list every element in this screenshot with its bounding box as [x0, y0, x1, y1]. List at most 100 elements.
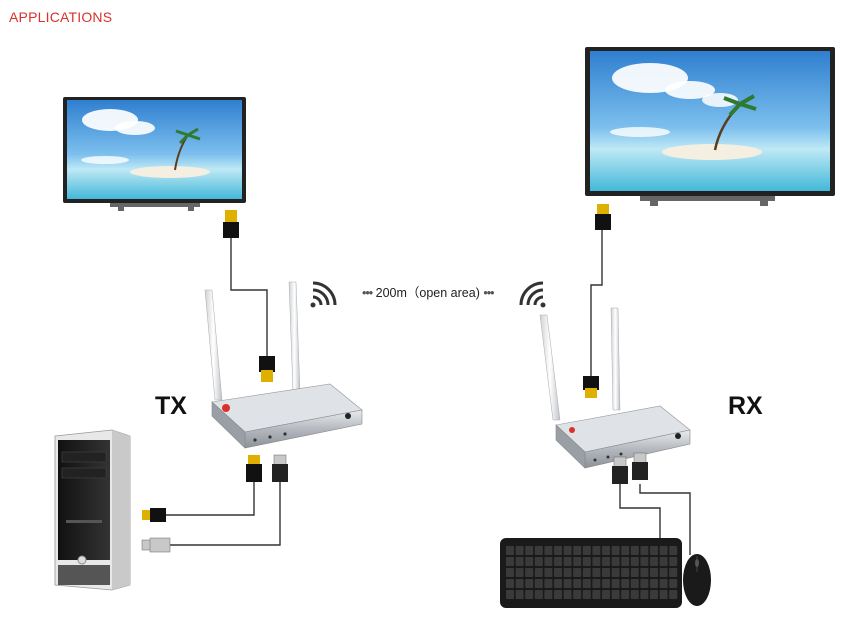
keyboard-key — [602, 557, 610, 566]
keyboard-key — [592, 557, 601, 566]
tv-left — [63, 97, 246, 211]
mouse — [683, 554, 711, 606]
keyboard-key — [525, 579, 534, 588]
usb-connector-icon — [141, 537, 171, 553]
keyboard-key — [611, 568, 620, 577]
keyboard-key — [630, 557, 639, 566]
keyboard-key — [582, 579, 591, 588]
keyboard-key — [506, 557, 514, 566]
keyboard-key — [602, 590, 610, 599]
keyboard-key — [621, 557, 630, 566]
keyboard-key — [563, 579, 572, 588]
keyboard-key — [659, 579, 668, 588]
keyboard-key — [582, 546, 591, 555]
keyboard-key — [640, 546, 649, 555]
keyboard-key — [630, 590, 639, 599]
keyboard-key — [554, 546, 562, 555]
keyboard-key — [515, 579, 524, 588]
keyboard-key — [602, 579, 610, 588]
keyboard-key — [611, 590, 620, 599]
keyboard-key — [602, 568, 610, 577]
keyboard-key — [525, 568, 534, 577]
keyboard-key — [515, 557, 524, 566]
keyboard-key — [515, 568, 524, 577]
keyboard-key — [554, 557, 562, 566]
wifi-signal-icon — [519, 281, 546, 308]
antenna-icon — [204, 281, 301, 401]
keyboard-key — [506, 546, 514, 555]
keyboard-key — [630, 546, 639, 555]
keyboard-key — [534, 568, 543, 577]
keyboard-key — [650, 568, 658, 577]
range-dots-left: ••• — [362, 286, 373, 300]
keyboard-key — [611, 557, 620, 566]
keyboard-key — [534, 557, 543, 566]
cables — [165, 228, 691, 555]
keyboard-key — [582, 590, 591, 599]
keyboard-key — [650, 579, 658, 588]
keyboard-key — [650, 590, 658, 599]
hdmi-connector-icon — [223, 210, 239, 238]
keyboard-key — [621, 568, 630, 577]
usb-connector-icon — [632, 452, 648, 480]
pc-tower — [54, 429, 131, 591]
range-text: 200m（open area) — [375, 286, 480, 300]
keyboard-key — [563, 590, 572, 599]
keyboard-key — [630, 579, 639, 588]
range-label: ••• 200m（open area) ••• — [362, 282, 494, 301]
keyboard-key — [669, 557, 678, 566]
keyboard-key — [611, 546, 620, 555]
keyboard-key — [640, 590, 649, 599]
keyboard-key — [573, 546, 582, 555]
keyboard-key — [650, 546, 658, 555]
tx-label: TX — [155, 392, 187, 420]
keyboard-key — [554, 579, 562, 588]
keyboard-key — [573, 557, 582, 566]
keyboard-key — [506, 579, 514, 588]
hdmi-connector-icon — [246, 455, 262, 482]
keyboard-key — [554, 590, 562, 599]
tx-device — [204, 281, 363, 449]
keyboard — [500, 538, 682, 608]
keyboard-key — [544, 546, 553, 555]
hdmi-connector-icon — [595, 204, 611, 230]
keyboard-key — [659, 590, 668, 599]
keyboard-key — [563, 568, 572, 577]
keyboard-key — [640, 579, 649, 588]
hdmi-connector-icon — [583, 376, 599, 398]
keyboard-key — [563, 557, 572, 566]
hdmi-connector-icon — [142, 508, 166, 522]
keyboard-key — [525, 590, 534, 599]
keyboard-key — [659, 546, 668, 555]
rx-device — [539, 307, 691, 469]
wifi-signal-icon — [310, 281, 337, 308]
keyboard-key — [534, 546, 543, 555]
keyboard-key — [534, 579, 543, 588]
keyboard-key — [659, 568, 668, 577]
keyboard-key — [592, 568, 601, 577]
keyboard-key — [611, 579, 620, 588]
keyboard-key — [621, 579, 630, 588]
keyboard-key — [544, 590, 553, 599]
keyboard-key — [544, 579, 553, 588]
page-title: APPLICATIONS — [9, 9, 113, 25]
keyboard-key — [515, 546, 524, 555]
keyboard-key — [592, 579, 601, 588]
keyboard-key — [669, 579, 678, 588]
keyboard-key — [582, 557, 591, 566]
keyboard-key — [515, 590, 524, 599]
hdmi-connector-icon — [259, 356, 275, 382]
keyboard-key — [669, 546, 678, 555]
keyboard-key — [669, 568, 678, 577]
keyboard-key — [621, 590, 630, 599]
keyboard-key — [573, 568, 582, 577]
keyboard-key — [592, 590, 601, 599]
keyboard-key — [640, 568, 649, 577]
keyboard-key — [659, 557, 668, 566]
keyboard-key — [573, 579, 582, 588]
keyboard-key — [630, 568, 639, 577]
keyboard-key — [640, 557, 649, 566]
keyboard-key — [582, 568, 591, 577]
keyboard-key — [602, 546, 610, 555]
range-dots-right: ••• — [483, 286, 494, 300]
